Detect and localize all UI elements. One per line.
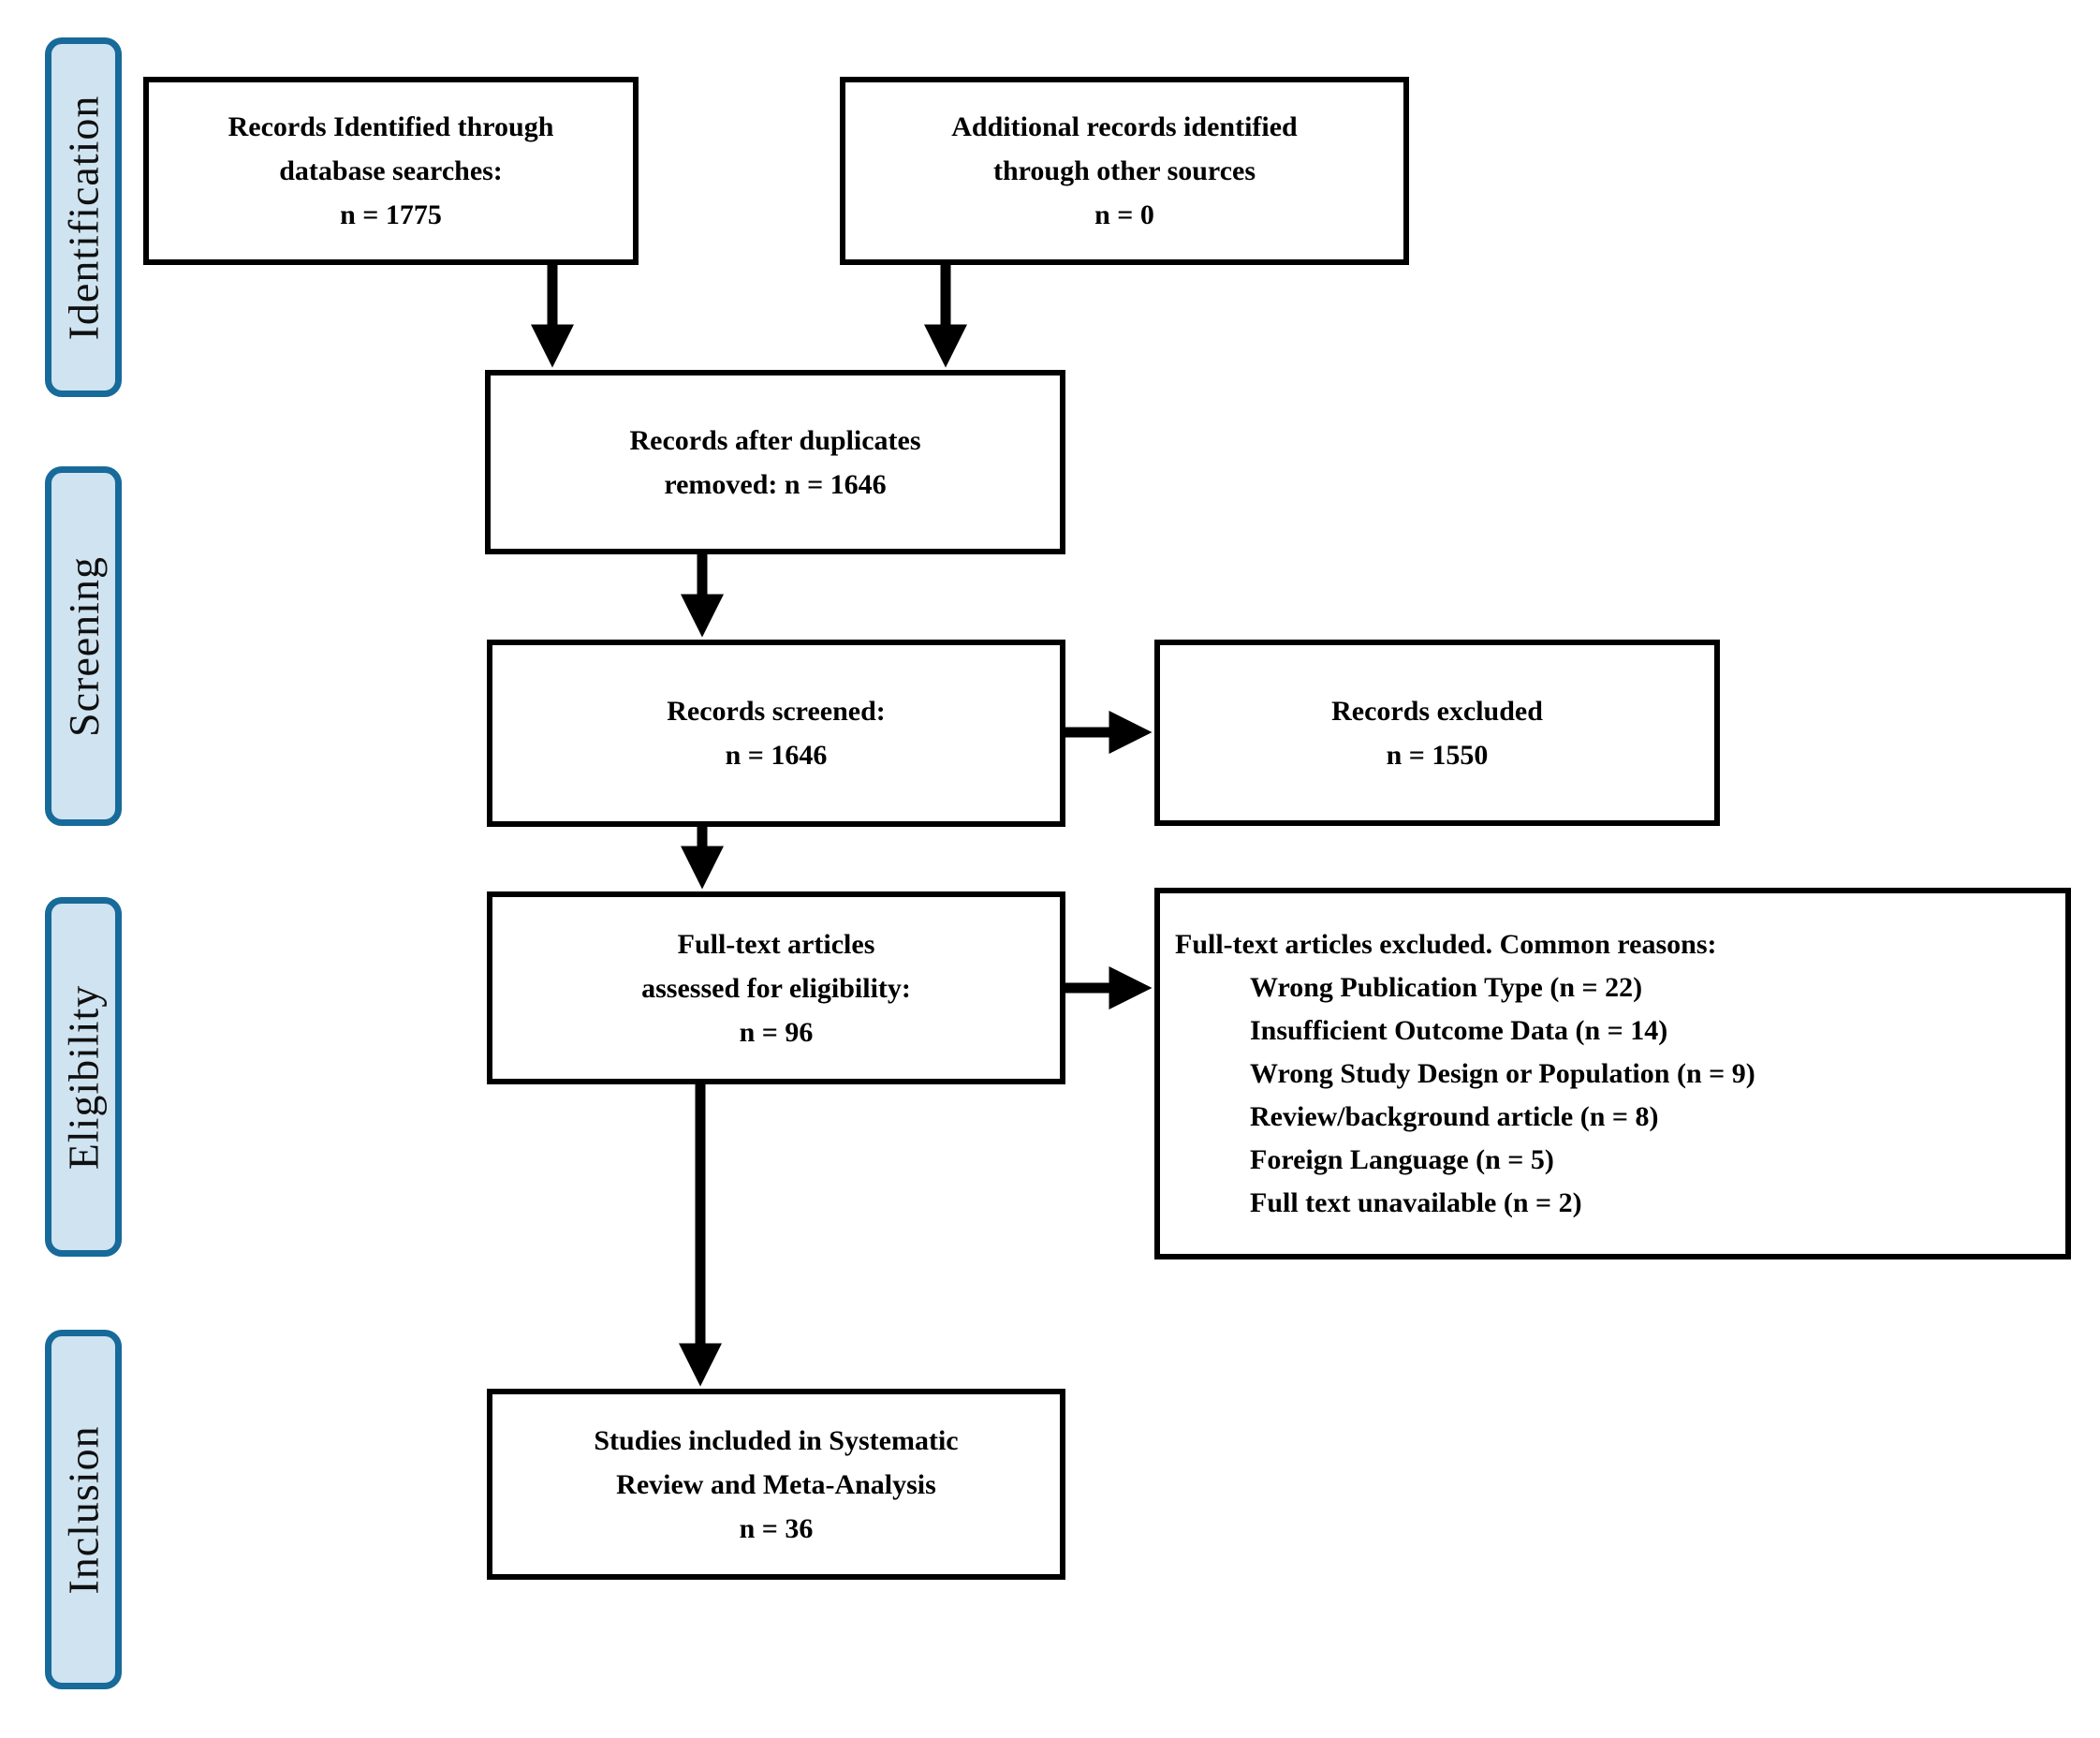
box-studies-included: Studies included in Systematic Review an… [487, 1389, 1065, 1580]
box-count: n = 1646 [725, 740, 828, 771]
box-line: Additional records identified [951, 111, 1298, 142]
box-line: through other sources [992, 155, 1256, 186]
stage-text: Inclusion [59, 1424, 108, 1595]
box-line: Studies included in Systematic [594, 1424, 959, 1456]
exclusion-reason: Full text unavailable (n = 2) [1250, 1186, 1582, 1218]
box-count: n = 96 [739, 1016, 814, 1048]
stage-label-inclusion: Inclusion [45, 1330, 122, 1689]
box-duplicates-removed: Records after duplicates removed: n = 16… [485, 370, 1065, 554]
box-line: database searches: [279, 155, 503, 186]
exclusion-reason: Review/background article (n = 8) [1250, 1100, 1659, 1132]
box-line: Full-text articles [677, 928, 875, 960]
stage-label-screening: Screening [45, 466, 122, 826]
stage-label-eligibility: Eligibility [45, 897, 122, 1257]
box-line: Records screened: [667, 696, 886, 727]
box-line: assessed for eligibility: [641, 972, 911, 1004]
stage-text: Screening [59, 555, 108, 737]
box-line: Review and Meta-Analysis [616, 1468, 936, 1500]
stage-text: Eligibility [59, 984, 108, 1170]
box-records-excluded: Records excluded n = 1550 [1154, 640, 1720, 826]
box-count: n = 1775 [340, 199, 442, 230]
box-records-screened: Records screened: n = 1646 [487, 640, 1065, 827]
exclusion-reason: Wrong Study Design or Population (n = 9) [1250, 1057, 1755, 1089]
stage-text: Identification [59, 95, 108, 340]
box-additional-records: Additional records identified through ot… [840, 77, 1409, 265]
box-count: n = 0 [1094, 199, 1154, 230]
box-count: removed: n = 1646 [664, 468, 887, 500]
exclusion-reason: Wrong Publication Type (n = 22) [1250, 971, 1643, 1003]
box-records-identified: Records Identified through database sear… [143, 77, 639, 265]
stage-label-identification: Identification [45, 37, 122, 397]
box-count: n = 1550 [1386, 739, 1489, 771]
exclusion-reasons-list: Wrong Publication Type (n = 22) Insuffici… [1175, 966, 1755, 1225]
box-count: n = 36 [739, 1512, 814, 1544]
box-line: Records excluded [1331, 695, 1543, 727]
box-line: Records after duplicates [629, 424, 921, 456]
box-fulltext-excluded: Full-text articles excluded. Common reas… [1154, 888, 2071, 1259]
box-header: Full-text articles excluded. Common reas… [1175, 928, 1717, 960]
box-line: Records Identified through [228, 111, 554, 142]
box-fulltext-assessed: Full-text articles assessed for eligibil… [487, 891, 1065, 1084]
exclusion-reason: Insufficient Outcome Data (n = 14) [1250, 1014, 1668, 1046]
exclusion-reason: Foreign Language (n = 5) [1250, 1143, 1554, 1175]
